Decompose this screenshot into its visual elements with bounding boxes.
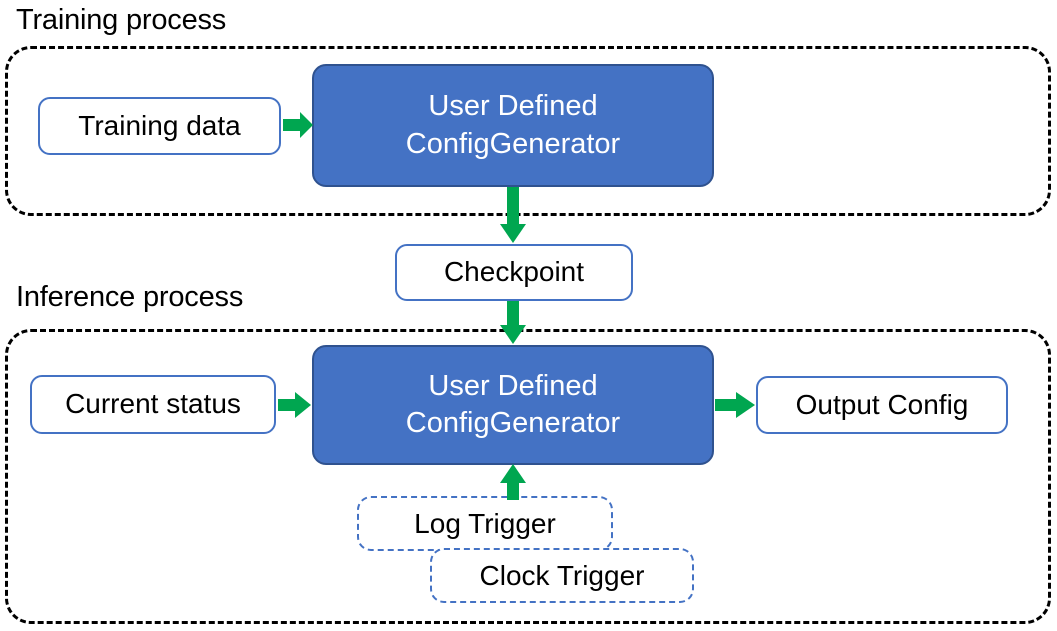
inference-process-container [5, 329, 1051, 624]
node-log-trigger[interactable]: Log Trigger [357, 496, 613, 551]
node-checkpoint-label: Checkpoint [443, 256, 585, 288]
node-training-data-label: Training data [78, 109, 241, 141]
node-output-config[interactable]: Output Config [756, 376, 1008, 434]
training-process-container [5, 46, 1051, 216]
node-user-defined-configgenerator-inference[interactable]: User Defined ConfigGenerator [312, 345, 714, 465]
node-clock-trigger-label: Clock Trigger [479, 559, 645, 591]
node-checkpoint[interactable]: Checkpoint [395, 244, 633, 301]
training-process-label: Training process [16, 4, 227, 36]
node-training-data[interactable]: Training data [38, 97, 281, 155]
node-current-status[interactable]: Current status [30, 375, 276, 434]
node-log-trigger-label: Log Trigger [414, 507, 556, 539]
inference-process-label: Inference process [16, 281, 244, 313]
node-user-defined-configgenerator-inference-line1: User Defined [428, 369, 598, 402]
node-user-defined-configgenerator-training-line1: User Defined [428, 90, 598, 123]
node-user-defined-configgenerator-training[interactable]: User Defined ConfigGenerator [312, 64, 714, 187]
node-user-defined-configgenerator-training-line2: ConfigGenerator [405, 127, 621, 160]
node-user-defined-configgenerator-inference-line2: ConfigGenerator [405, 407, 621, 439]
node-output-config-label: Output Config [795, 388, 969, 420]
node-clock-trigger[interactable]: Clock Trigger [430, 548, 694, 603]
node-current-status-label: Current status [65, 388, 241, 420]
